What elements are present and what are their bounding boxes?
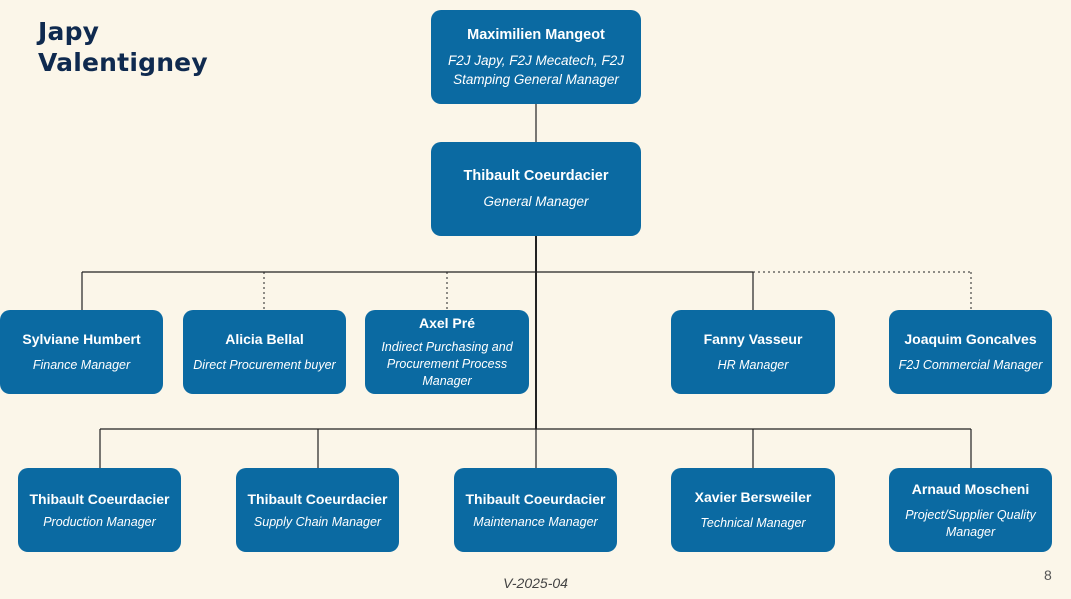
staff-box-commercial: Joaquim Goncalves F2J Commercial Manager <box>889 310 1052 394</box>
report-box-quality: Arnaud Moscheni Project/Supplier Quality… <box>889 468 1052 552</box>
ceo-box: Maximilien Mangeot F2J Japy, F2J Mecatec… <box>431 10 641 104</box>
report-name: Thibault Coeurdacier <box>247 490 388 507</box>
staff-role: Finance Manager <box>32 358 131 372</box>
report-role: Supply Chain Manager <box>253 514 382 529</box>
staff-box-finance: Sylviane Humbert Finance Manager <box>0 310 163 394</box>
report-name: Thibault Coeurdacier <box>465 490 606 507</box>
staff-name: Axel Pré <box>418 315 476 331</box>
report-box-supply-chain: Thibault Coeurdacier Supply Chain Manage… <box>236 468 399 552</box>
staff-name: Alicia Bellal <box>225 331 304 347</box>
report-role: Production Manager <box>43 514 156 529</box>
ceo-name: Maximilien Mangeot <box>467 26 605 43</box>
gm-role: General Manager <box>483 194 589 209</box>
staff-box-indirect-purchasing: Axel Pré Indirect Purchasing and Procure… <box>365 310 529 394</box>
staff-role: HR Manager <box>717 358 789 372</box>
gm-name: Thibault Coeurdacier <box>463 168 609 184</box>
report-box-maintenance: Thibault Coeurdacier Maintenance Manager <box>454 468 617 552</box>
report-role: Technical Manager <box>700 516 806 530</box>
report-box-production: Thibault Coeurdacier Production Manager <box>18 468 181 552</box>
version-label: V-2025-04 <box>503 575 568 591</box>
staff-name: Sylviane Humbert <box>22 331 141 347</box>
staff-role: F2J Commercial Manager <box>898 358 1043 372</box>
staff-name: Joaquim Goncalves <box>904 331 1037 347</box>
staff-role: Indirect Purchasing and Procurement Proc… <box>381 340 513 388</box>
title-line-2: Valentigney <box>38 48 208 77</box>
slide-title: Japy Valentigney <box>38 16 208 78</box>
staff-box-hr: Fanny Vasseur HR Manager <box>671 310 835 394</box>
staff-name: Fanny Vasseur <box>703 331 803 347</box>
gm-box: Thibault Coeurdacier General Manager <box>431 142 641 236</box>
report-role: Maintenance Manager <box>473 514 598 529</box>
staff-role: Direct Procurement buyer <box>193 358 336 372</box>
title-line-1: Japy <box>38 17 100 46</box>
page-number: 8 <box>1044 567 1052 583</box>
report-name: Arnaud Moscheni <box>911 480 1030 497</box>
report-box-technical: Xavier Bersweiler Technical Manager <box>671 468 835 552</box>
staff-box-direct-procurement: Alicia Bellal Direct Procurement buyer <box>183 310 346 394</box>
report-name: Thibault Coeurdacier <box>29 490 170 507</box>
report-role: Project/Supplier Quality Manager <box>905 507 1036 539</box>
report-name: Xavier Bersweiler <box>694 489 812 505</box>
ceo-role: F2J Japy, F2J Mecatech, F2J Stamping Gen… <box>447 52 625 87</box>
